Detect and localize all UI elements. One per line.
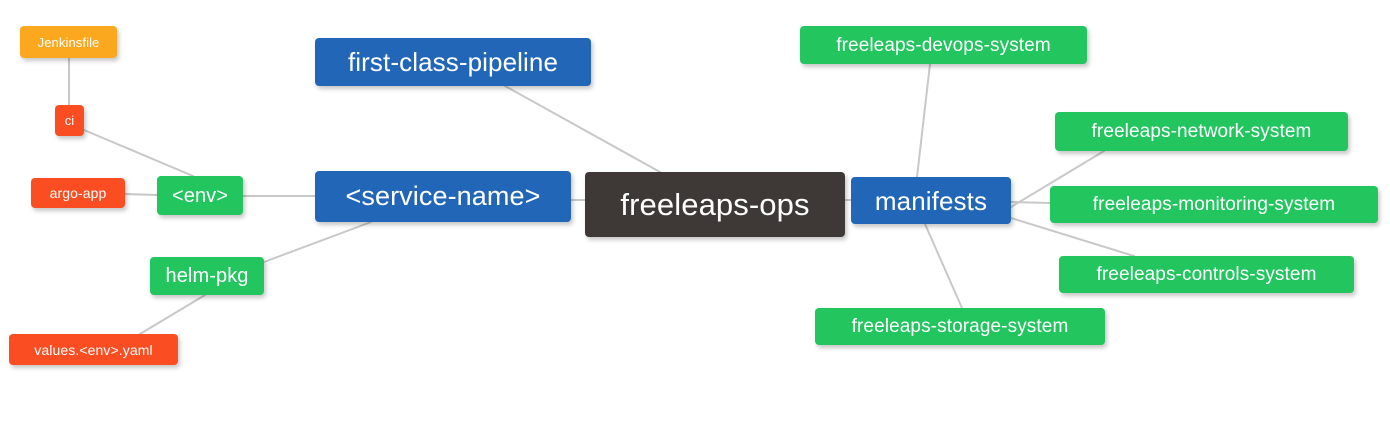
edge-service-name-to-helm-pkg bbox=[263, 221, 372, 263]
node-first-class-pipeline[interactable]: first-class-pipeline bbox=[315, 38, 591, 86]
node-label-jenkinsfile: Jenkinsfile bbox=[37, 34, 100, 50]
node-argo-app[interactable]: argo-app bbox=[31, 178, 125, 208]
node-service-name[interactable]: <service-name> bbox=[315, 171, 571, 222]
edge-first-class-pipeline-to-freeleaps-ops bbox=[504, 85, 661, 173]
node-storage-system[interactable]: freeleaps-storage-system bbox=[815, 308, 1105, 345]
node-label-monitoring-system: freeleaps-monitoring-system bbox=[1092, 194, 1336, 215]
node-devops-system[interactable]: freeleaps-devops-system bbox=[800, 26, 1087, 64]
node-label-argo-app: argo-app bbox=[49, 185, 107, 201]
node-label-first-class-pipeline: first-class-pipeline bbox=[347, 47, 559, 77]
node-label-env: <env> bbox=[171, 184, 229, 207]
node-env[interactable]: <env> bbox=[157, 176, 243, 215]
edge-manifests-to-controls-system bbox=[1010, 217, 1135, 257]
node-label-controls-system: freeleaps-controls-system bbox=[1096, 264, 1317, 285]
node-jenkinsfile[interactable]: Jenkinsfile bbox=[20, 26, 117, 58]
node-ci[interactable]: ci bbox=[55, 105, 84, 136]
node-controls-system[interactable]: freeleaps-controls-system bbox=[1059, 256, 1354, 293]
node-label-helm-pkg: helm-pkg bbox=[165, 265, 249, 287]
node-manifests[interactable]: manifests bbox=[851, 177, 1011, 224]
edge-manifests-to-monitoring-system bbox=[1010, 201, 1051, 204]
node-helm-pkg[interactable]: helm-pkg bbox=[150, 257, 264, 295]
edge-manifests-to-storage-system bbox=[924, 223, 963, 309]
node-label-values-yaml: values.<env>.yaml bbox=[34, 341, 153, 358]
node-network-system[interactable]: freeleaps-network-system bbox=[1055, 112, 1348, 151]
node-freeleaps-ops[interactable]: freeleaps-ops bbox=[585, 172, 845, 237]
edge-helm-pkg-to-values-yaml bbox=[139, 294, 206, 335]
node-label-ci: ci bbox=[64, 113, 75, 128]
node-values-yaml[interactable]: values.<env>.yaml bbox=[9, 334, 178, 365]
node-label-service-name: <service-name> bbox=[345, 181, 541, 211]
edge-manifests-to-devops-system bbox=[916, 63, 931, 178]
node-label-devops-system: freeleaps-devops-system bbox=[836, 34, 1051, 56]
node-label-storage-system: freeleaps-storage-system bbox=[851, 316, 1069, 337]
node-label-freeleaps-ops: freeleaps-ops bbox=[620, 187, 810, 222]
node-label-network-system: freeleaps-network-system bbox=[1091, 121, 1312, 142]
node-label-manifests: manifests bbox=[874, 185, 988, 216]
edge-ci-to-env bbox=[83, 129, 194, 177]
node-monitoring-system[interactable]: freeleaps-monitoring-system bbox=[1050, 186, 1378, 223]
edge-argo-app-to-env bbox=[124, 193, 158, 196]
